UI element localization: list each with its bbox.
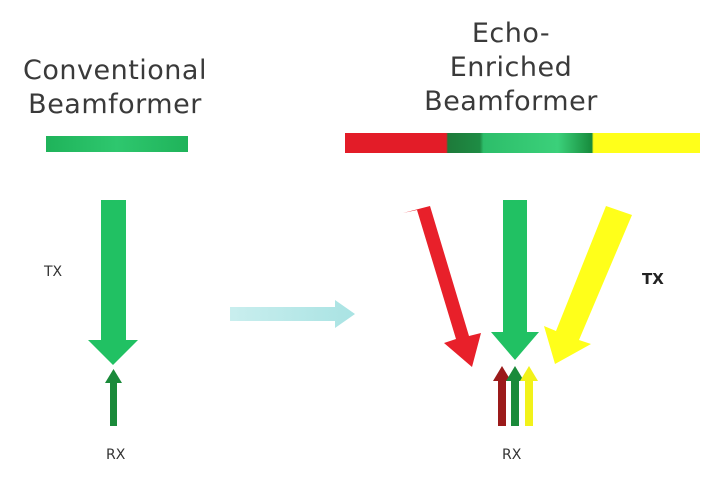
- left-rx-label: RX: [106, 447, 126, 463]
- echo-enriched-beamformer-title: Echo- Enriched Beamformer: [408, 17, 614, 119]
- echo-title-line1: Echo-: [471, 18, 551, 49]
- right-tx-green-arrow: [491, 200, 539, 360]
- conventional-beamformer-title: Conventional Beamformer: [10, 54, 220, 122]
- right-rx-yellow-arrow: [520, 366, 538, 426]
- right-rx-label: RX: [502, 447, 522, 463]
- conventional-title-line1: Conventional: [23, 55, 207, 86]
- right-rx-green-arrow: [506, 366, 524, 426]
- right-tx-label: TX: [642, 270, 664, 288]
- echo-title-line2: Enriched: [449, 52, 573, 83]
- right-tx-yellow-arrow: [544, 206, 632, 364]
- conventional-title-line2: Beamformer: [28, 89, 202, 120]
- right-rx-red-arrow: [493, 366, 511, 426]
- echo-enriched-beam-bar: [345, 133, 700, 153]
- left-tx-label: TX: [44, 264, 63, 280]
- left-tx-arrow: [88, 200, 138, 365]
- conventional-beam-bar: [46, 136, 188, 152]
- transition-arrow: [230, 300, 355, 328]
- left-rx-arrow: [105, 369, 122, 426]
- right-tx-red-arrow: [403, 206, 481, 367]
- echo-title-line3: Beamformer: [424, 86, 598, 117]
